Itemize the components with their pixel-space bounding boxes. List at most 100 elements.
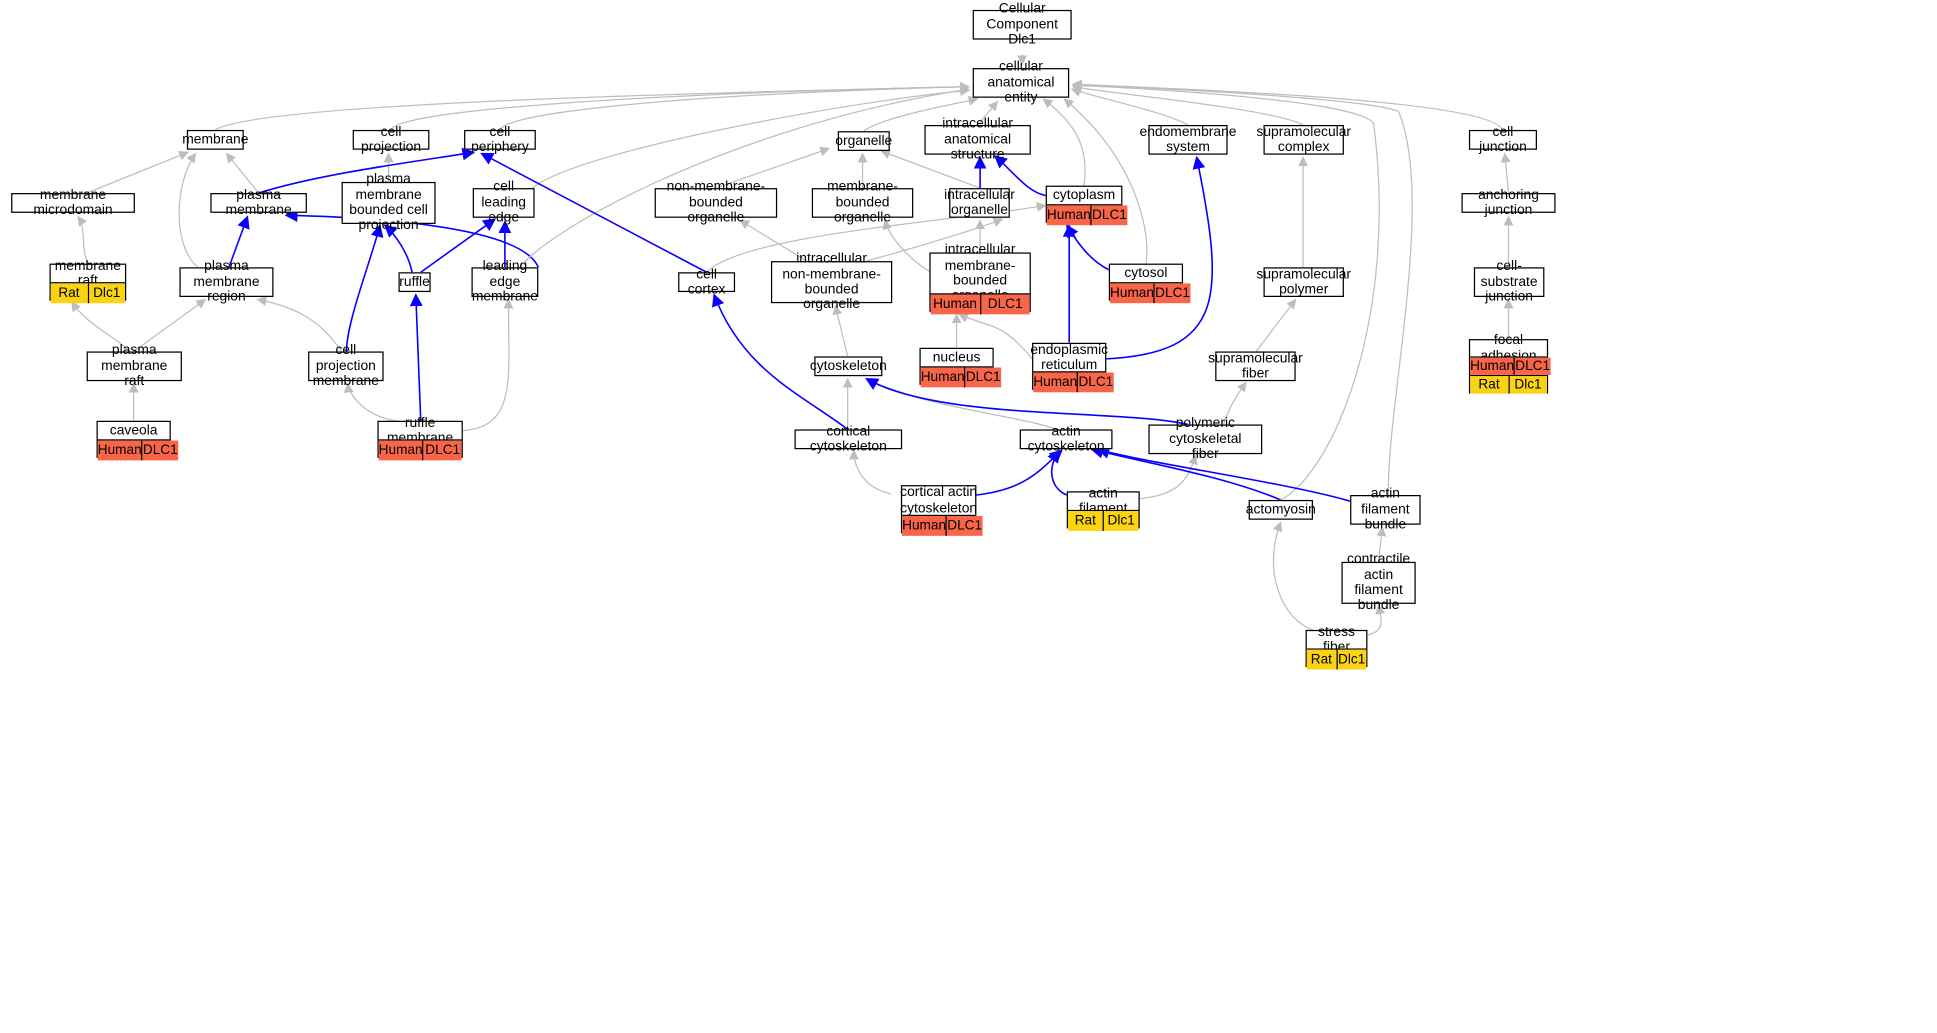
- node-plasma-membrane[interactable]: plasma membrane: [210, 188, 307, 218]
- species-badge: Rat: [1470, 376, 1508, 394]
- node-intracellular-anatomical-structure[interactable]: intracellular anatomical structure: [924, 117, 1031, 162]
- node-label: actomyosin: [1245, 502, 1316, 518]
- edge-nonmem-organelle: [715, 146, 831, 189]
- edge-stress-actomyosin: [1272, 521, 1314, 631]
- node-plasma-membrane-raft[interactable]: plasma membrane raft: [86, 343, 182, 389]
- node-cell-substrate-junction[interactable]: cell-substrate junction: [1473, 259, 1545, 305]
- node-cellular-component-dlc1[interactable]: Cellular Component Dlc1: [972, 2, 1072, 47]
- node-label: actin filament bundle: [1361, 486, 1410, 533]
- edge-actinfil-actincyto: [1047, 449, 1068, 496]
- node-label: cytoplasm: [1052, 187, 1116, 203]
- edge-intranonmem-intraorg: [866, 217, 1004, 262]
- edge-leadingmem-plasmamem: [284, 209, 540, 268]
- edge-ruffle-leadingedge: [420, 218, 497, 273]
- node-membrane[interactable]: membrane: [182, 129, 248, 150]
- node-label: nucleus: [932, 349, 981, 365]
- node-label: actin cytoskeleton: [1027, 423, 1105, 455]
- gene-badge: DLC1: [979, 294, 1030, 315]
- node-supramolecular-polymer[interactable]: supramolecular polymer: [1256, 267, 1351, 297]
- gene-badge: Dlc1: [87, 283, 125, 304]
- node-label: leading edge membrane: [471, 259, 539, 305]
- node-label: cell projection: [361, 124, 422, 155]
- edge-pmregion-membrane: [178, 152, 199, 268]
- edge-cytosol-cae: [1063, 98, 1148, 264]
- node-label: cell leading edge: [481, 179, 526, 226]
- node-supramolecular-complex[interactable]: supramolecular complex: [1256, 124, 1351, 155]
- species-badge: Human: [1033, 372, 1078, 393]
- node-actomyosin[interactable]: actomyosin: [1245, 499, 1316, 520]
- edge-membrane-cae: [214, 81, 970, 131]
- node-polymeric-cytoskeletal-fiber[interactable]: polymeric cytoskeletal fiber: [1148, 416, 1263, 462]
- node-contractile-actin-filament-bundle[interactable]: contractile actin filament bundle: [1341, 552, 1416, 613]
- node-cellular-anatomical-entity[interactable]: cellular anatomical entity: [972, 60, 1070, 105]
- node-label: intracellular non-membrane-bounded organ…: [782, 251, 881, 313]
- node-organelle[interactable]: organelle: [835, 131, 892, 151]
- edge-actomyosin-cae: [1071, 80, 1380, 501]
- edge-cytoplasm-intrastruct: [993, 155, 1046, 197]
- edge-microdomain-membrane: [86, 150, 190, 194]
- node-intracellular-organelle[interactable]: intracellular organelle: [944, 188, 1015, 218]
- node-non-membrane-bounded-organelle[interactable]: non-membrane-bounded organelle: [654, 180, 778, 225]
- node-cell-projection[interactable]: cell projection: [352, 124, 430, 155]
- edge-supracomplex-cae: [1071, 83, 1304, 126]
- node-label: cell cortex: [687, 266, 726, 297]
- node-label: cellular anatomical entity: [987, 59, 1055, 106]
- edge-actinfil-polyfiber: [1139, 454, 1198, 500]
- species-badge: Human: [902, 516, 947, 536]
- node-actin-filament-bundle[interactable]: actin filament bundle: [1350, 487, 1421, 532]
- edge-cortex-periphery: [480, 152, 707, 273]
- node-label: cell-substrate junction: [1480, 259, 1538, 305]
- node-intracellular-membrane-bounded-organelle[interactable]: intracellular membrane-bounded organelle…: [929, 243, 1031, 315]
- node-cell-junction[interactable]: cell junction: [1468, 124, 1537, 155]
- node-supramolecular-fiber[interactable]: supramolecular fiber: [1208, 351, 1303, 382]
- edge-plasmamem-periphery: [258, 147, 476, 194]
- node-plasma-membrane-region[interactable]: plasma membrane region: [179, 259, 274, 305]
- edge-cellproj-cae: [390, 81, 970, 131]
- node-membrane-microdomain[interactable]: membrane microdomain: [11, 188, 135, 218]
- node-intracellular-non-membrane-bounded-organelle[interactable]: intracellular non-membrane-bounded organ…: [770, 251, 893, 312]
- edge-er-intramem: [958, 313, 1033, 360]
- edge-leadingmem-cae: [519, 85, 970, 268]
- species-badge: Human: [97, 440, 142, 461]
- node-cortical-cytoskeleton[interactable]: cortical cytoskeleton: [794, 424, 903, 454]
- node-label: cortical actin cytoskeleton: [900, 485, 978, 516]
- node-cytoskeleton[interactable]: cytoskeleton: [810, 356, 887, 377]
- node-anchoring-junction[interactable]: anchoring junction: [1461, 188, 1556, 218]
- edge-intraorg-organelle: [880, 149, 981, 189]
- edge-cytoskeleton-intranonmem: [832, 304, 849, 357]
- species-badge: Rat: [1067, 511, 1103, 531]
- node-cell-cortex[interactable]: cell cortex: [678, 267, 736, 297]
- node-endomembrane-system[interactable]: endomembrane system: [1140, 124, 1236, 155]
- node-label: plasma membrane bounded cell projection: [349, 172, 428, 234]
- node-label: cell junction: [1479, 124, 1527, 155]
- node-cell-projection-membrane[interactable]: cell projection membrane: [308, 343, 384, 389]
- node-label: non-membrane-bounded organelle: [666, 179, 766, 226]
- node-membrane-bounded-organelle[interactable]: membrane-bounded organelle: [811, 180, 914, 225]
- node-actin-cytoskeleton[interactable]: actin cytoskeleton: [1019, 424, 1113, 454]
- node-plasma-membrane-bounded-cell-projection[interactable]: plasma membrane bounded cell projection: [341, 172, 436, 233]
- species-badge: Rat: [1306, 649, 1336, 670]
- node-cell-periphery[interactable]: cell periphery: [464, 124, 536, 155]
- node-label: plasma membrane region: [193, 259, 260, 305]
- node-cell-leading-edge[interactable]: cell leading edge: [472, 180, 535, 225]
- node-ruffle[interactable]: ruffle: [398, 272, 431, 293]
- species-badge: Human: [930, 294, 980, 315]
- node-leading-edge-membrane[interactable]: leading edge membrane: [471, 259, 539, 305]
- gene-badge: Dlc1: [1507, 376, 1547, 394]
- edge-intranonmem-nonmem: [739, 219, 808, 262]
